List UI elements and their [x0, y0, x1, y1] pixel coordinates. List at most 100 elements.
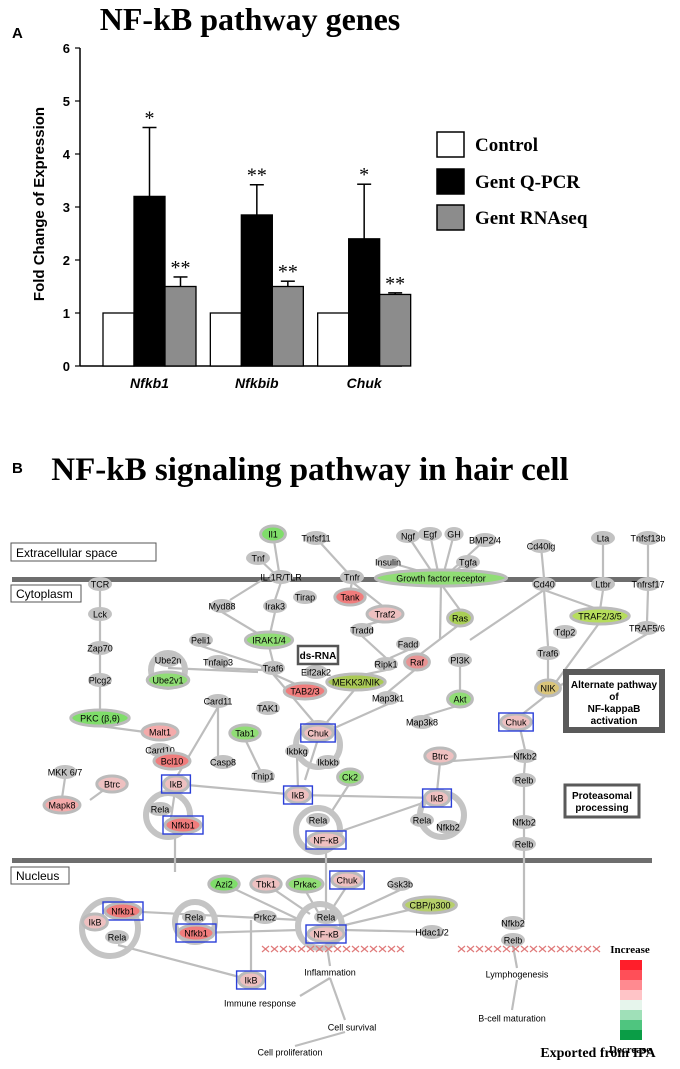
bar [348, 238, 381, 367]
node-label: Btrc [432, 752, 449, 762]
node-fadd: Fadd [396, 637, 420, 651]
node-label: Mapk8 [48, 801, 75, 811]
y-tick-label: 0 [63, 359, 70, 374]
node-label: Map3k1 [372, 694, 404, 704]
node-label: Ck2 [342, 773, 358, 783]
panel-b: B NF-kB signaling pathway in hair cell E… [0, 440, 680, 1064]
node-label: Fadd [398, 640, 419, 650]
node-label: Irak3 [265, 602, 285, 612]
node-label: Nfkb2 [513, 752, 537, 762]
node-immune-response: Immune response [224, 999, 296, 1009]
significance-label: ** [247, 165, 267, 187]
node-ikb: IkB [81, 912, 109, 932]
node-label: Insulin [375, 558, 401, 568]
highlight-box [235, 970, 267, 990]
node-label: Cd40 [533, 580, 555, 590]
node-label: BMP2/4 [469, 536, 501, 546]
node-label: Chuk [336, 876, 358, 886]
node-label: Prkac [293, 880, 317, 890]
svg-text:Alternate pathway: Alternate pathway [571, 680, 658, 691]
node-label: Tnfrsf17 [631, 580, 664, 590]
node-tnfr: Tnfr [340, 570, 364, 584]
ipa-footer: Exported from IPA [540, 1046, 656, 1061]
node-label: Casp8 [210, 758, 236, 768]
node-rela: Rela [314, 910, 338, 924]
node-pi3k: PI3K [448, 653, 472, 667]
highlight-box [282, 785, 314, 805]
y-axis-label: Fold Change of Expression [31, 107, 48, 301]
complex-ring [79, 897, 141, 959]
highlight-box [160, 774, 192, 794]
node-label: Tnf [251, 554, 265, 564]
node-label: Nfkb2 [512, 818, 536, 828]
node-pkc-: PKC (β,θ) [69, 708, 131, 728]
node-label: Gsk3b [387, 880, 413, 890]
node-tcr: TCR [88, 577, 112, 591]
node-label: Plcg2 [89, 676, 112, 686]
node-label: Eif2ak2 [301, 668, 331, 678]
legend-label-control: Control [475, 135, 538, 156]
node-label: Cell proliferation [257, 1048, 322, 1058]
node-nfkb2: Nfkb2 [501, 916, 525, 930]
node-myd88: Myd88 [208, 599, 236, 613]
node-label: Azi2 [215, 880, 233, 890]
node-label: Ltbr [595, 580, 611, 590]
bar [379, 293, 412, 367]
node-nfkb2: Nfkb2 [436, 820, 460, 834]
bar [271, 285, 304, 367]
node-tdp2: Tdp2 [553, 625, 577, 639]
node-label: GH [447, 530, 461, 540]
node-label: Ube2n [155, 656, 182, 666]
node-label: Rela [108, 933, 127, 943]
node-label: Relb [515, 776, 534, 786]
node-label: Rela [413, 816, 432, 826]
node-nf-b: NF-κB [305, 924, 347, 944]
node-label: Tgfa [459, 558, 477, 568]
node-label: Nfkb2 [436, 823, 460, 833]
node-label: Tbk1 [256, 880, 276, 890]
node-egf: Egf [418, 527, 442, 541]
fold-change-bar-chart: A NF-kB pathway genes Fold Change of Exp… [12, 1, 588, 391]
node-nfkb1: Nfkb1 [102, 901, 144, 921]
category-label: Chuk [347, 375, 383, 391]
node-tgfa: Tgfa [456, 555, 480, 569]
highlight-box [421, 788, 453, 808]
node-il-1r-tlr: IL-1R/TLR [260, 570, 302, 584]
node-label: Tab1 [235, 729, 255, 739]
node-rela: Rela [182, 910, 206, 924]
bar [164, 285, 197, 367]
node-il1: Il1 [259, 524, 287, 544]
node-tnfaip3: Tnfaip3 [203, 655, 233, 669]
node-label: Card11 [204, 697, 233, 707]
node-lymphogenesis: Lymphogenesis [486, 970, 549, 980]
node-label: NIK [540, 684, 555, 694]
node-label: Relb [504, 936, 523, 946]
legend-label-qpcr: Gent Q-PCR [475, 172, 580, 193]
node-label: Lck [93, 610, 108, 620]
y-tick-label: 3 [63, 200, 70, 215]
node-label: Ripk1 [374, 660, 397, 670]
nuclear-membrane [12, 858, 652, 863]
panel-a: A NF-kB pathway genes Fold Change of Exp… [0, 0, 680, 440]
panel-a-letter: A [12, 25, 23, 42]
legend-label-rnaseq: Gent RNAseq [475, 208, 588, 229]
svg-text:Nucleus: Nucleus [16, 869, 59, 883]
node-traf5-6: TRAF5/6 [629, 621, 665, 635]
node-nfkb2: Nfkb2 [513, 749, 537, 763]
svg-text:Extracellular space: Extracellular space [16, 546, 118, 560]
legend-swatch-control [436, 131, 465, 158]
node-ikb: IkB [160, 774, 192, 794]
node-lta: Lta [591, 531, 615, 545]
node-label: Tank [340, 593, 360, 603]
svg-text:NF-kappaB: NF-kappaB [588, 704, 641, 715]
highlight-box [162, 815, 204, 835]
node-nf-b: NF-κB [305, 830, 347, 850]
node-label: PI3K [450, 656, 470, 666]
node-raf: Raf [403, 652, 431, 672]
node-tnfrsf17: Tnfrsf17 [631, 577, 665, 591]
significance-label: ** [171, 257, 191, 279]
highlight-box [498, 712, 534, 732]
node-label: IkB [244, 976, 257, 986]
node-label: Rela [185, 913, 204, 923]
node-mapk8: Mapk8 [42, 795, 82, 815]
